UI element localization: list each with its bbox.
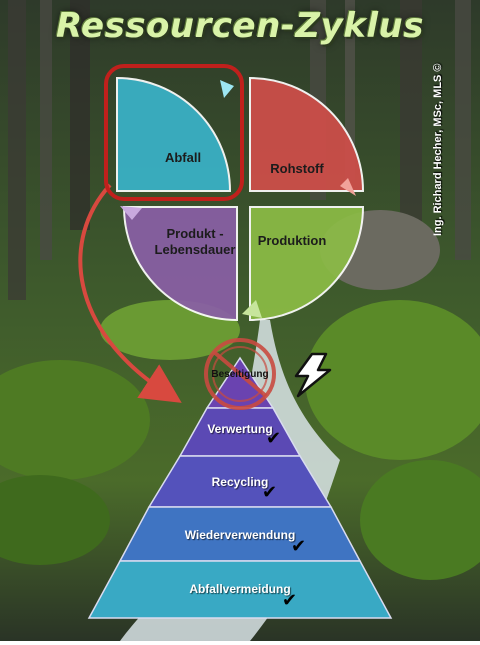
author-credit: Ing. Richard Hecher, MSc, MLS © bbox=[432, 63, 444, 236]
checkmark-icon: ✔ bbox=[291, 536, 307, 557]
arrowhead-produktion bbox=[242, 300, 262, 318]
checkmark-icon: ✔ bbox=[266, 428, 282, 449]
lightning-icon bbox=[294, 352, 332, 398]
prohibited-icon bbox=[204, 338, 276, 410]
quadrant-rohstoff bbox=[249, 76, 365, 192]
quadrant-abfall bbox=[116, 76, 232, 192]
checkmark-icon: ✔ bbox=[262, 482, 278, 503]
tree-trunks bbox=[8, 0, 471, 300]
quadrant-produkt bbox=[122, 206, 238, 322]
diagram-title: Ressourcen-Zyklus bbox=[56, 6, 424, 46]
pyramid-tier-abfallvermeidung bbox=[87, 560, 393, 619]
arrowhead-rohstoff bbox=[340, 178, 356, 196]
tier-label-verwertung: Verwertung bbox=[207, 422, 273, 436]
arrowhead-abfall bbox=[220, 80, 234, 98]
label-produktion: Produktion bbox=[257, 233, 327, 248]
abfall-highlight-box bbox=[104, 64, 244, 201]
checkmark-icon: ✔ bbox=[282, 590, 298, 611]
tier-label-abfallvermeidung: Abfallvermeidung bbox=[189, 582, 291, 596]
tier-label-wiederverwendung: Wiederverwendung bbox=[184, 528, 296, 542]
label-rohstoff: Rohstoff bbox=[270, 161, 324, 176]
label-produkt-lebensdauer: Produkt - Lebensdauer bbox=[154, 226, 236, 257]
tier-label-recycling: Recycling bbox=[211, 475, 269, 489]
quadrant-produktion bbox=[249, 206, 365, 322]
label-abfall: Abfall bbox=[164, 150, 202, 165]
return-arrow bbox=[78, 183, 182, 403]
arrowhead-produkt bbox=[120, 206, 142, 220]
tier-label-beseitigung: Beseitigung bbox=[211, 369, 269, 380]
moss-rocks bbox=[0, 210, 480, 580]
